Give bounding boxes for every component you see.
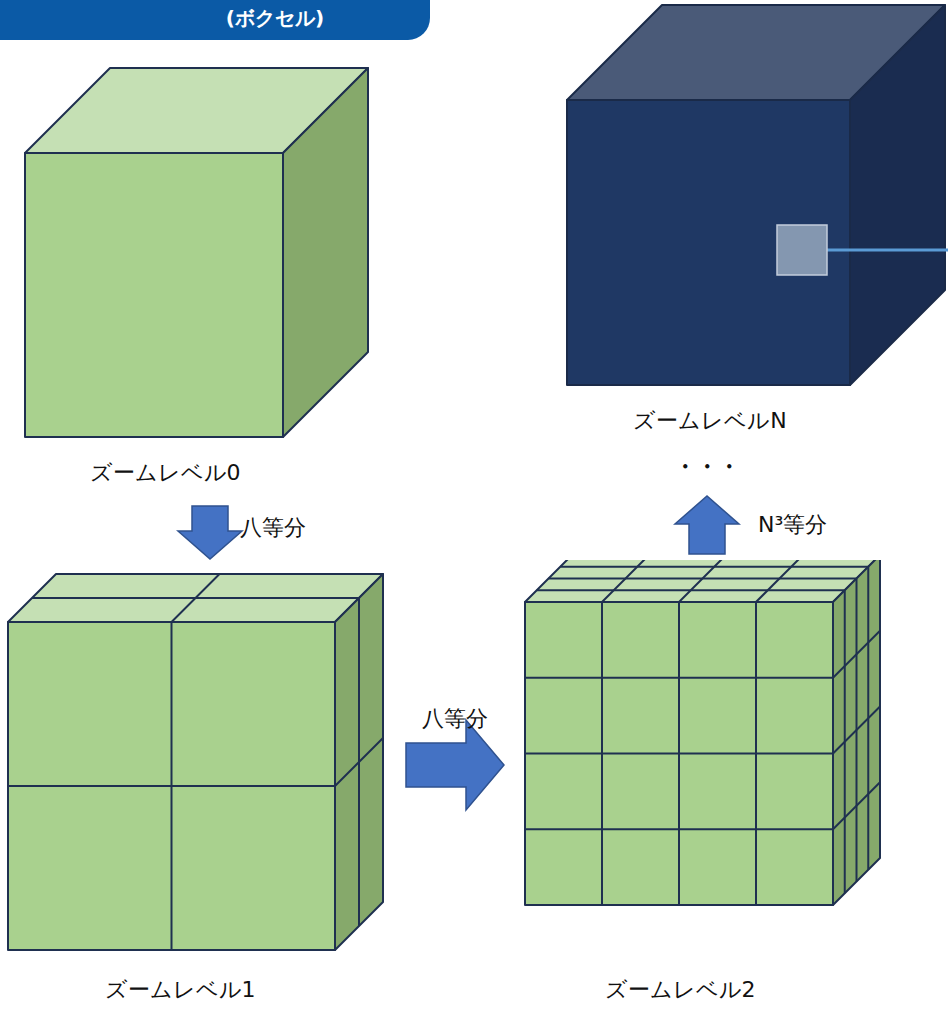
cube-face: [25, 153, 283, 437]
grid-line: [867, 567, 869, 870]
voxel-cube: ズームレベル1: [0, 565, 400, 1015]
grid-line: [755, 602, 757, 905]
grid-line: [833, 707, 880, 754]
cube-drawing: [525, 560, 880, 905]
block-arrow: [406, 720, 504, 810]
block-arrow: [178, 506, 242, 559]
cube-face: [283, 68, 368, 437]
cube-face: [850, 5, 945, 385]
cube-face: [8, 622, 335, 950]
header-tab: (ボクセル): [0, 0, 430, 40]
voxel-cell: [777, 225, 827, 275]
zoom-level-caption: ズームレベル1: [105, 977, 256, 1003]
header-title: (ボクセル): [0, 0, 430, 36]
cube-face: [567, 100, 850, 385]
cube-drawing: [8, 574, 383, 950]
grid-line: [549, 578, 857, 580]
pointer-line: [827, 249, 948, 252]
zoom-level-caption: ズームレベル0: [90, 460, 241, 486]
zoom-level-caption: ズームレベル2: [605, 977, 756, 1003]
grid-line: [335, 738, 383, 786]
voxel-cube: ズームレベル2: [510, 560, 900, 1015]
cube-illustration: [0, 565, 400, 1015]
division-label: 八等分: [240, 515, 306, 541]
cube-illustration: [510, 560, 900, 1015]
cube-face: [833, 560, 880, 905]
grid-line: [525, 828, 833, 830]
ellipsis-label: ・・・: [652, 452, 762, 482]
grid-line: [560, 566, 868, 568]
cube-face: [525, 602, 833, 905]
grid-line: [525, 753, 833, 755]
grid-line: [8, 785, 335, 787]
division-label: 八等分: [422, 706, 488, 732]
grid-line: [32, 597, 359, 599]
cube-face: [8, 574, 383, 622]
zoom-level-caption: ズームレベルN: [633, 408, 786, 434]
cube-drawing: [25, 68, 368, 437]
voxel-cube: ズームレベル0: [0, 60, 400, 500]
grid-line: [833, 782, 880, 829]
voxel-cube: ズームレベルN: [550, 0, 948, 490]
block-arrow: [675, 496, 739, 554]
division-label: N³等分: [758, 512, 827, 538]
cube-illustration: [0, 60, 400, 500]
cube-drawing: [567, 5, 945, 385]
cube-face: [335, 574, 383, 950]
cube-face: [525, 560, 880, 602]
